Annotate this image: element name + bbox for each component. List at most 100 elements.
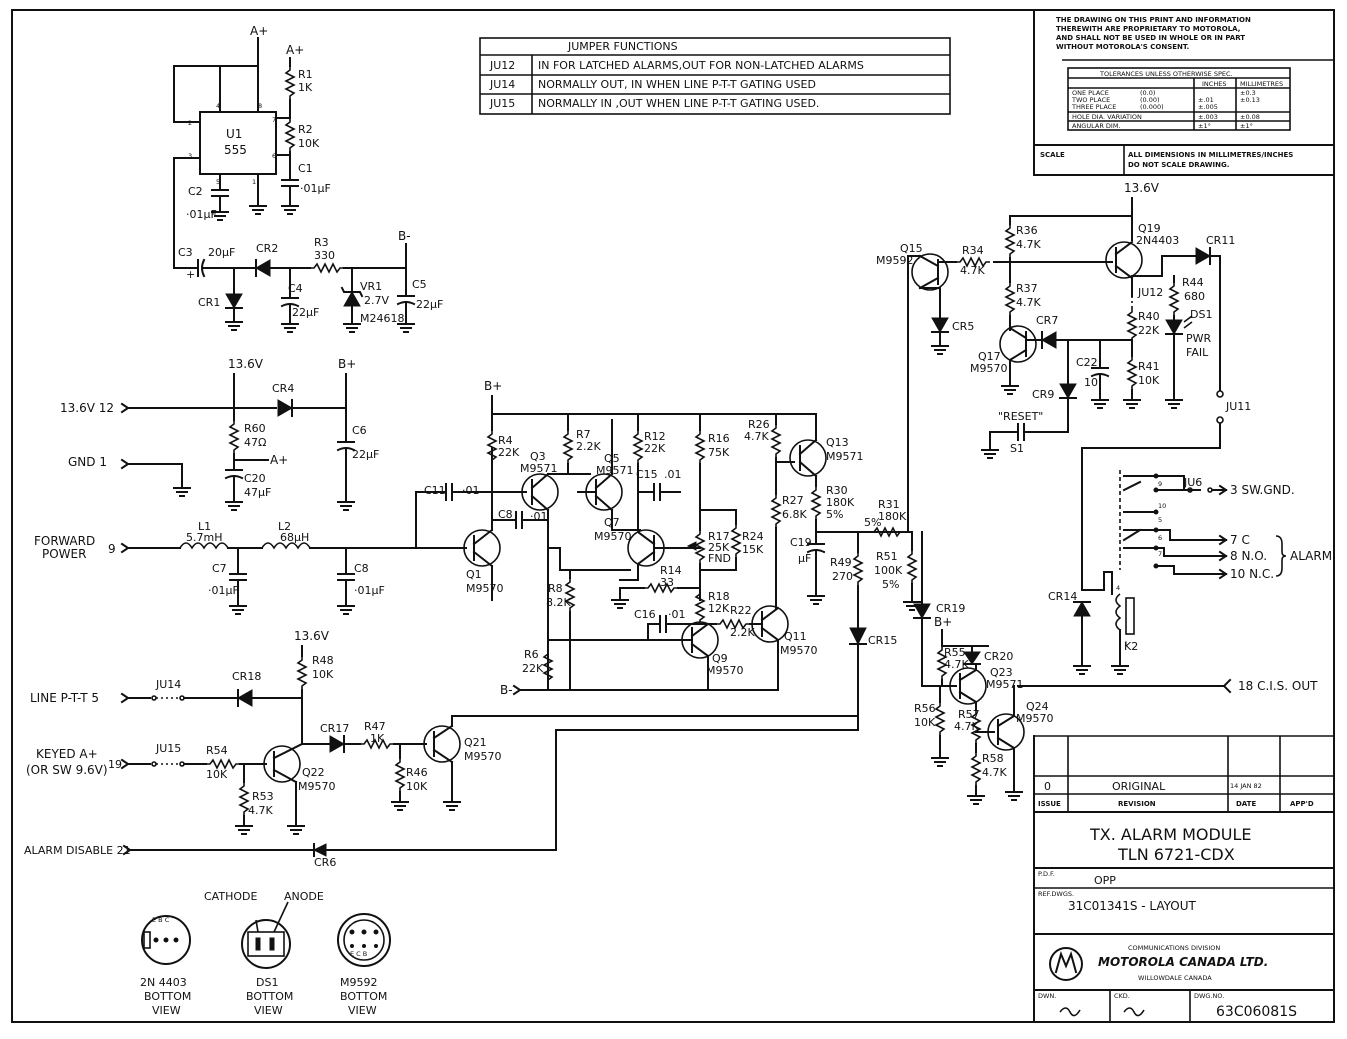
bminus-label-1: B- [398, 229, 411, 243]
q15-label: Q15 [900, 242, 923, 255]
scale-note: ALL DIMENSIONS IN MILLIMETRES/INCHES [1128, 151, 1293, 159]
vr1-label: VR1 [360, 280, 382, 293]
bv2-anode: ANODE [284, 890, 324, 903]
svg-text:3: 3 [188, 152, 192, 160]
output-c: 7 C [1230, 533, 1250, 547]
tolerance-row-inch: ±.005 [1198, 103, 1218, 111]
bv1-bottom: BOTTOM [144, 990, 191, 1003]
c15-label: C15 [636, 468, 658, 481]
r48-label: R48 [312, 654, 334, 667]
svg-text:5: 5 [216, 178, 220, 186]
r56-value: 10K [914, 716, 936, 729]
bv1-view: VIEW [152, 1004, 181, 1017]
q5-part: M9571 [596, 464, 634, 477]
r58-label: R58 [982, 752, 1004, 765]
r57-label: R57 [958, 708, 980, 721]
hdr-issue: ISSUE [1038, 800, 1061, 808]
r16-value: 75K [708, 446, 730, 459]
r4-label: R4 [498, 434, 513, 447]
tolerance-row-label: HOLE DIA. VARIATION [1072, 113, 1142, 121]
cr4-label: CR4 [272, 382, 294, 395]
aplus-label-1: A+ [250, 24, 268, 38]
l2-label: L2 [278, 520, 291, 533]
c22-value: 10 [1084, 376, 1098, 389]
tolerance-row-fmt: (0.00) [1140, 96, 1160, 104]
r24-label: R24 [742, 530, 764, 543]
r27-label: R27 [782, 494, 804, 507]
c4-value: 22μF [292, 306, 319, 319]
tolerance-row-label: ANGULAR DIM. [1072, 122, 1121, 130]
c1-value: ·01μF [300, 182, 331, 195]
tolerance-row-label: THREE PLACE [1071, 103, 1116, 111]
tolerance-col-inches: INCHES [1202, 80, 1226, 88]
tolerance-row-mm: ±0.3 [1240, 89, 1256, 97]
rev-date: 14 JAN 82 [1230, 782, 1262, 790]
c7-value: ·01μF [208, 584, 239, 597]
v136-label-1: 13.6V [228, 357, 264, 371]
ju15-label: JU15 [155, 742, 181, 755]
r24-value: 15K [742, 543, 764, 556]
r4-value: 22K [498, 446, 520, 459]
bv1-pins: E B C [152, 916, 170, 924]
r60-label: R60 [244, 422, 266, 435]
r3-value: 330 [314, 249, 335, 262]
r54-value: 10K [206, 768, 228, 781]
company-name: MOTOROLA CANADA LTD. [1098, 955, 1268, 969]
q3-label: Q3 [530, 450, 546, 463]
r40-label: R40 [1138, 310, 1160, 323]
q17-part: M9570 [970, 362, 1008, 375]
svg-text:+: + [186, 268, 195, 281]
bv2-cathode: CATHODE [204, 890, 257, 903]
q7-part: M9570 [594, 530, 632, 543]
svg-text:8: 8 [258, 102, 262, 110]
c5-value: 22μF [416, 298, 443, 311]
k2-label: K2 [1124, 640, 1138, 653]
r17-label: R17 [708, 530, 730, 543]
r1-label: R1 [298, 68, 313, 81]
c11-label: C11 [424, 484, 446, 497]
r31-label: R31 [878, 498, 900, 511]
bv3-pins: E C B [350, 950, 367, 958]
svg-text:9: 9 [1158, 480, 1162, 488]
proprietary-line: THE DRAWING ON THIS PRINT AND INFORMATIO… [1056, 16, 1251, 24]
input-gnd: GND 1 [68, 455, 107, 469]
jumper-row-text: NORMALLY OUT, IN WHEN LINE P-T-T GATING … [538, 78, 816, 91]
r18-label: R18 [708, 590, 730, 603]
r53-value: 4.7K [248, 804, 273, 817]
proprietary-block: THE DRAWING ON THIS PRINT AND INFORMATIO… [1033, 9, 1335, 176]
r58-value: 4.7K [982, 766, 1007, 779]
company-division: COMMUNICATIONS DIVISION [1128, 944, 1220, 952]
refdwg-label: REF.DWGS. [1038, 890, 1074, 898]
cr18-label: CR18 [232, 670, 261, 683]
tolerance-row-inch: ±.01 [1198, 96, 1214, 104]
r12-label: R12 [644, 430, 666, 443]
r30-tol: 5% [826, 508, 843, 521]
s1-label: S1 [1010, 442, 1024, 455]
svg-text:1: 1 [252, 178, 256, 186]
r51-label: R51 [876, 550, 898, 563]
r44-label: R44 [1182, 276, 1204, 289]
output-swgnd: 3 SW.GND. [1230, 483, 1295, 497]
svg-text:7: 7 [1158, 550, 1162, 558]
c7-label: C7 [212, 562, 227, 575]
q11-part: M9570 [780, 644, 818, 657]
bv3-bottom: BOTTOM [340, 990, 387, 1003]
hdr-revision: REVISION [1118, 800, 1156, 808]
cb-value: ·01 [530, 510, 548, 523]
q23-part: M9571 [986, 678, 1024, 691]
svg-text:6: 6 [272, 152, 276, 160]
u1-ic [199, 111, 277, 175]
q1-label: Q1 [466, 568, 482, 581]
alarm-section: 13.6V R36 4.7K R34 4.7K Q15 M9592 CR5 R3… [876, 181, 1332, 675]
q7-label: Q7 [604, 516, 620, 529]
r14-label: R14 [660, 564, 682, 577]
input-forward-pin: 9 [108, 542, 116, 556]
dwgno-value: 63C06081S [1216, 1004, 1297, 1020]
r30-label: R30 [826, 484, 848, 497]
r37-label: R37 [1016, 282, 1038, 295]
r31-tol: 5% [864, 516, 881, 529]
tolerance-row-inch: ±1° [1198, 122, 1211, 130]
input-13v6: 13.6V 12 [60, 401, 114, 415]
tolerance-row-mm: ±1° [1240, 122, 1253, 130]
rev-text: ORIGINAL [1112, 780, 1166, 793]
